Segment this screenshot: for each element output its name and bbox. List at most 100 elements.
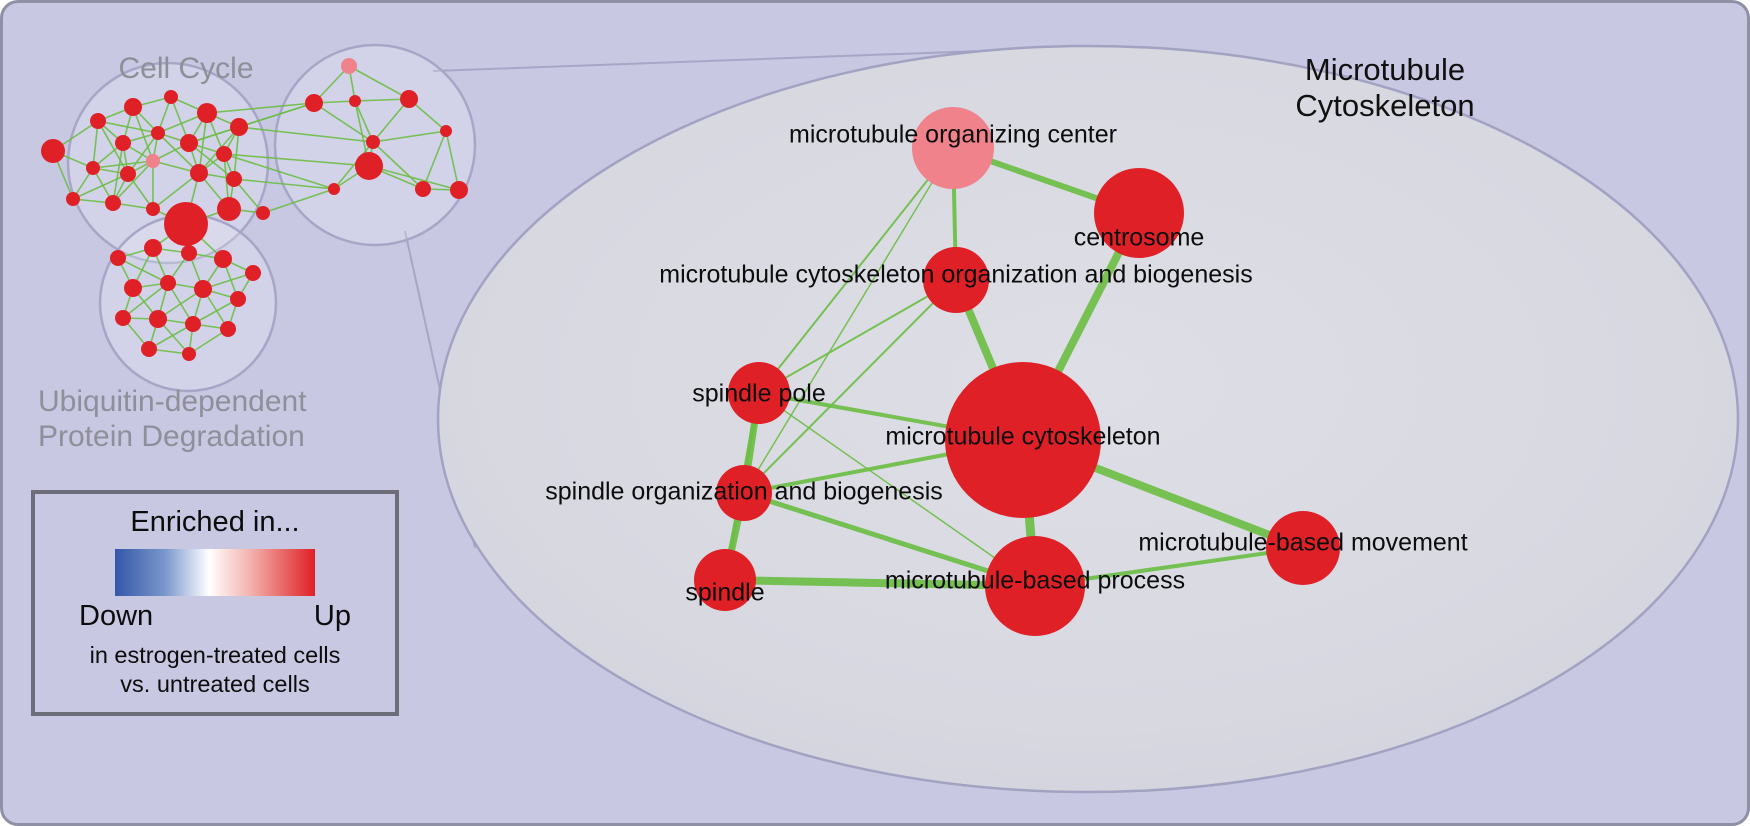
overview-edge xyxy=(422,130,447,190)
overview-node[interactable] xyxy=(146,154,160,168)
overview-node[interactable] xyxy=(197,103,217,123)
overview-node[interactable] xyxy=(160,275,176,291)
overview-node[interactable] xyxy=(256,206,270,220)
detail-node-label-mc: microtubule cytoskeleton xyxy=(885,423,1160,451)
detail-node-sob[interactable] xyxy=(716,465,772,521)
overview-node[interactable] xyxy=(341,58,357,74)
overview-node[interactable] xyxy=(226,171,242,187)
legend-caption-line1: in estrogen-treated cells xyxy=(89,642,341,668)
overview-edge xyxy=(188,102,315,144)
overview-edge xyxy=(262,188,335,214)
detail-network-nodes xyxy=(694,107,1340,636)
overview-edge xyxy=(354,98,410,102)
detail-node-label-mbp: microtubule-based process xyxy=(885,567,1185,595)
detail-edge-sob-mbp xyxy=(741,490,1038,589)
overview-node[interactable] xyxy=(124,98,142,116)
overview-node[interactable] xyxy=(230,291,246,307)
detail-edge-mco-sob xyxy=(743,279,957,494)
overview-node[interactable] xyxy=(115,310,131,326)
overview-network-nodes xyxy=(41,58,468,361)
enrichment-map-canvas: microtubule organizing centercentrosomem… xyxy=(38,43,1740,794)
detail-node-mbm[interactable] xyxy=(1266,511,1340,585)
detail-node-mtoc[interactable] xyxy=(912,107,994,189)
overview-node[interactable] xyxy=(220,321,236,337)
detail-node-spindle[interactable] xyxy=(694,549,756,611)
overview-node[interactable] xyxy=(415,181,431,197)
overview-node[interactable] xyxy=(400,90,418,108)
overview-node[interactable] xyxy=(180,134,198,152)
legend-captions: in estrogen-treated cells vs. untreated … xyxy=(90,641,341,700)
overview-node[interactable] xyxy=(120,166,136,182)
overview-node[interactable] xyxy=(194,280,212,298)
overview-node[interactable] xyxy=(214,250,232,268)
overview-node[interactable] xyxy=(305,94,323,112)
legend-caption-line2: vs. untreated cells xyxy=(120,671,310,698)
overview-edge xyxy=(445,130,460,191)
overview-edge xyxy=(206,102,315,114)
magnifier-line xyxy=(432,49,1009,72)
overview-node[interactable] xyxy=(90,113,106,129)
overview-node[interactable] xyxy=(182,347,196,361)
overview-node[interactable] xyxy=(450,181,468,199)
legend-down-label: Down xyxy=(79,600,154,632)
overview-node[interactable] xyxy=(141,341,157,357)
overview-node[interactable] xyxy=(245,265,261,281)
overview-node[interactable] xyxy=(181,245,197,261)
detail-node-mc[interactable] xyxy=(945,362,1101,518)
overview-node[interactable] xyxy=(124,279,142,297)
overview-edge xyxy=(372,130,447,143)
overview-node[interactable] xyxy=(164,90,178,104)
overview-edge xyxy=(132,106,154,162)
cluster-label-ubiquitin-line1: Ubiquitin-dependent xyxy=(38,385,307,418)
detail-node-spole[interactable] xyxy=(728,362,790,424)
overview-node[interactable] xyxy=(151,126,165,140)
overview-node[interactable] xyxy=(440,125,452,137)
overview-node[interactable] xyxy=(115,135,131,151)
overview-node[interactable] xyxy=(41,139,65,163)
overview-node[interactable] xyxy=(144,239,162,257)
overview-node[interactable] xyxy=(216,146,232,162)
overview-edge xyxy=(92,160,154,169)
detail-node-label-spindle: spindle xyxy=(685,579,764,607)
detail-node-mbp[interactable] xyxy=(985,536,1085,636)
overview-edge xyxy=(372,141,424,190)
detail-node-label-mbm: microtubule-based movement xyxy=(1138,529,1467,557)
overview-node[interactable] xyxy=(230,118,248,136)
overview-edge xyxy=(122,282,169,319)
overview-node[interactable] xyxy=(349,95,361,107)
overview-edge xyxy=(223,153,370,167)
overview-edge xyxy=(148,323,194,350)
overview-node[interactable] xyxy=(366,135,380,149)
overview-node[interactable] xyxy=(164,202,208,246)
legend-gradient-bar xyxy=(115,549,315,596)
overview-node[interactable] xyxy=(146,202,160,216)
overview-node[interactable] xyxy=(110,250,126,266)
detail-node-label-spole: spindle pole xyxy=(692,380,825,408)
detail-node-centrosome[interactable] xyxy=(1094,168,1184,258)
overview-edge xyxy=(192,298,239,325)
overview-edge xyxy=(112,160,154,204)
overview-edge xyxy=(72,173,129,200)
overview-node[interactable] xyxy=(105,195,121,211)
overview-node[interactable] xyxy=(217,197,241,221)
detail-node-label-centrosome: centrosome xyxy=(1074,224,1205,252)
overview-node[interactable] xyxy=(328,183,340,195)
overview-edge xyxy=(223,153,335,190)
overview-node[interactable] xyxy=(66,192,80,206)
overview-edge xyxy=(372,98,410,143)
detail-title-line1: Microtubule xyxy=(1305,52,1465,87)
overview-edge xyxy=(152,172,200,210)
overview-node[interactable] xyxy=(185,316,201,332)
overview-edge xyxy=(354,100,374,143)
overview-node[interactable] xyxy=(355,152,383,180)
detail-node-mco[interactable] xyxy=(923,247,989,313)
overview-node[interactable] xyxy=(149,310,167,328)
overview-node[interactable] xyxy=(86,161,100,175)
detail-title-line2: Cytoskeleton xyxy=(1295,88,1474,123)
cluster-label-ubiquitin-line2: Protein Degradation xyxy=(38,420,305,453)
detail-node-label-mco: microtubule cytoskeleton organization an… xyxy=(659,261,1252,289)
detail-node-labels: microtubule organizing centercentrosomem… xyxy=(545,121,1467,607)
legend-end-labels: Down Up xyxy=(79,600,351,633)
overview-node[interactable] xyxy=(190,164,208,182)
